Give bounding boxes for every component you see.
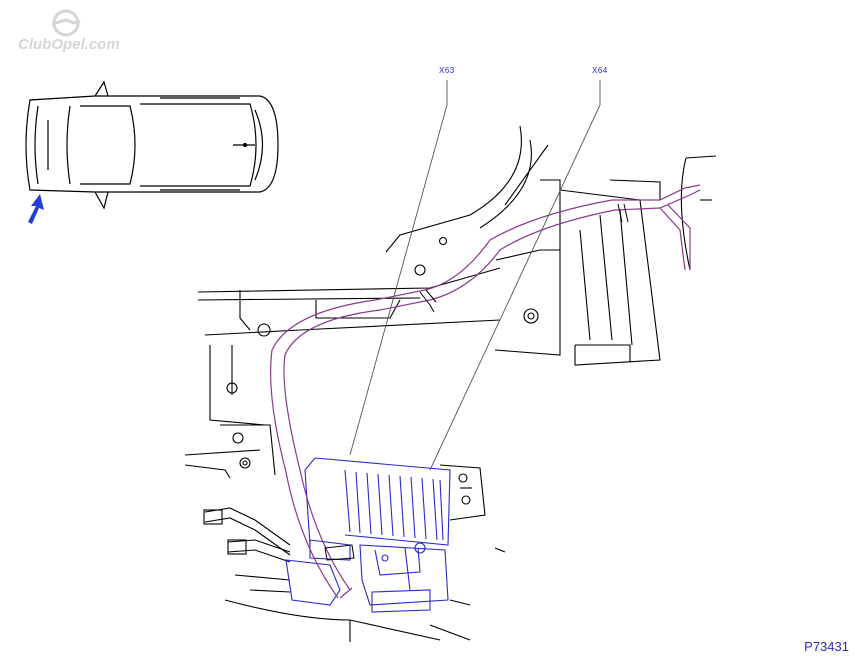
callout-label-x63: X63 bbox=[439, 66, 455, 75]
harness-clips bbox=[324, 203, 629, 561]
callout-label-x64: X64 bbox=[592, 66, 608, 75]
watermark-text: ClubOpel.com bbox=[18, 36, 120, 53]
body-structure bbox=[184, 125, 717, 642]
figure-number: P73431 bbox=[804, 639, 849, 654]
view-direction-arrow-icon bbox=[28, 194, 44, 224]
callout-leaders bbox=[349, 80, 601, 471]
brand-logo-icon bbox=[51, 9, 81, 37]
control-unit bbox=[285, 457, 451, 613]
wiring-harness bbox=[270, 184, 701, 599]
vehicle-top-view-icon bbox=[25, 80, 279, 210]
